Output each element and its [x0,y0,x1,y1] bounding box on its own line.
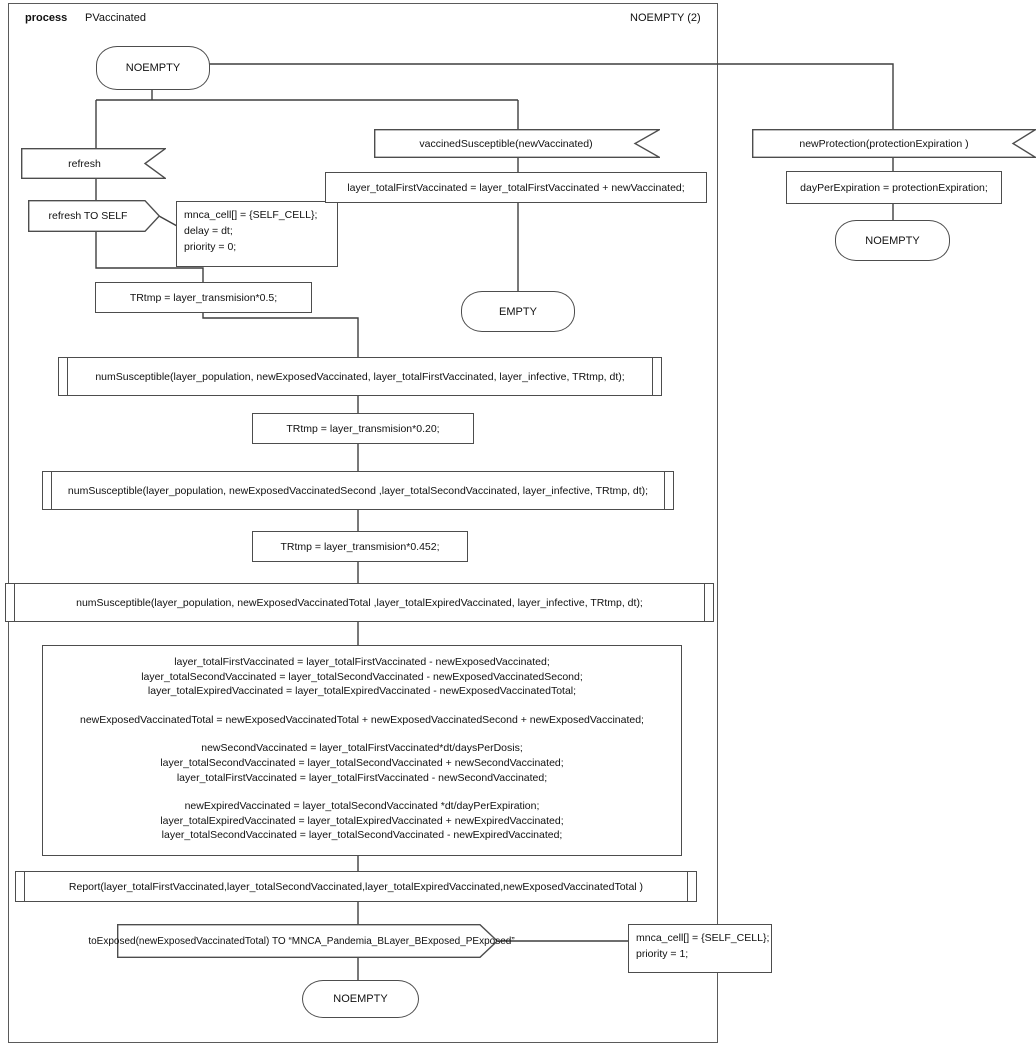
action-block[interactable]: layer_totalFirstVaccinated = layer_total… [42,645,682,856]
action-line: layer_totalSecondVaccinated = layer_tota… [161,829,563,842]
state-label: NOEMPTY [865,234,920,247]
receive-vaccined-susceptible[interactable]: vaccinedSusceptible(newVaccinated) [374,129,660,158]
action-line: newSecondVaccinated = layer_totalFirstVa… [201,742,523,755]
assign-trtmp-020[interactable]: TRtmp = layer_transmision*0.20; [252,413,474,444]
action-line: newExpiredVaccinated = layer_totalSecond… [184,800,540,813]
action-line: layer_totalSecondVaccinated = layer_tota… [160,756,564,769]
call-num-susceptible-1[interactable]: numSusceptible(layer_population, newExpo… [58,357,662,396]
assign-total-first-vaccinated[interactable]: layer_totalFirstVaccinated = layer_total… [325,172,707,203]
attrs-box-refresh-self[interactable]: mnca_cell[] = {SELF_CELL}; delay = dt; p… [176,201,338,267]
call-num-susceptible-3[interactable]: numSusceptible(layer_population, newExpo… [5,583,714,622]
send-refresh-to-self[interactable]: refresh TO SELF [28,200,160,232]
state-noempty-end[interactable]: NOEMPTY [302,980,419,1018]
state-noempty-protection[interactable]: NOEMPTY [835,220,950,261]
assign-trtmp-0452[interactable]: TRtmp = layer_transmision*0.452; [252,531,468,562]
send-label: refresh TO SELF [48,210,128,222]
process-title: PVaccinated [85,12,146,24]
state-empty[interactable]: EMPTY [461,291,575,332]
send-to-exposed[interactable]: toExposed(newExposedVaccinatedTotal) TO … [88,924,515,958]
call-text: numSusceptible(layer_population, newExpo… [95,370,625,383]
assign-text: TRtmp = layer_transmision*0.5; [129,291,278,304]
assign-trtmp-05[interactable]: TRtmp = layer_transmision*0.5; [95,282,312,313]
attr-line: priority = 1; [636,948,689,960]
assign-text: TRtmp = layer_transmision*0.20; [286,422,440,435]
assign-day-per-expiration[interactable]: dayPerExpiration = protectionExpiration; [786,171,1002,204]
receive-label: vaccinedSusceptible(newVaccinated) [419,137,593,150]
action-line: layer_totalExpiredVaccinated = layer_tot… [160,814,564,827]
attr-line: delay = dt; [184,225,233,237]
call-num-susceptible-2[interactable]: numSusceptible(layer_population, newExpo… [42,471,674,510]
receive-new-protection[interactable]: newProtection(protectionExpiration ) [752,129,1036,158]
receive-label: refresh [68,157,101,170]
call-report[interactable]: Report(layer_totalFirstVaccinated,layer_… [15,871,697,902]
assign-text: dayPerExpiration = protectionExpiration; [800,181,988,194]
attr-line: mnca_cell[] = {SELF_CELL}; [636,932,770,944]
process-frame [8,3,718,1043]
call-text: Report(layer_totalFirstVaccinated,layer_… [68,880,644,893]
assign-text: TRtmp = layer_transmision*0.452; [280,540,440,553]
send-label: toExposed(newExposedVaccinatedTotal) TO … [88,935,515,947]
state-label: NOEMPTY [125,62,181,74]
attrs-box-to-exposed[interactable]: mnca_cell[] = {SELF_CELL}; priority = 1; [628,924,772,973]
attr-line: priority = 0; [184,241,237,253]
receive-label: newProtection(protectionExpiration ) [799,137,969,150]
action-line: layer_totalFirstVaccinated = layer_total… [174,656,550,668]
call-text: numSusceptible(layer_population, newExpo… [67,484,649,497]
process-kind-label: process [25,12,68,24]
state-noempty-start[interactable]: NOEMPTY [96,46,210,90]
assign-text: layer_totalFirstVaccinated = layer_total… [347,181,685,194]
call-text: numSusceptible(layer_population, newExpo… [76,596,643,609]
action-line: layer_totalSecondVaccinated = layer_tota… [141,670,583,683]
action-line: layer_totalFirstVaccinated = layer_total… [176,771,548,784]
action-line: newExposedVaccinatedTotal = newExposedVa… [80,713,644,726]
state-label: EMPTY [499,305,537,318]
attr-line: mnca_cell[] = {SELF_CELL}; [184,209,318,221]
state-label: NOEMPTY [333,993,388,1005]
frame-state-label: NOEMPTY (2) [630,12,701,24]
action-line: layer_totalExpiredVaccinated = layer_tot… [147,685,577,698]
receive-refresh[interactable]: refresh [21,148,166,179]
